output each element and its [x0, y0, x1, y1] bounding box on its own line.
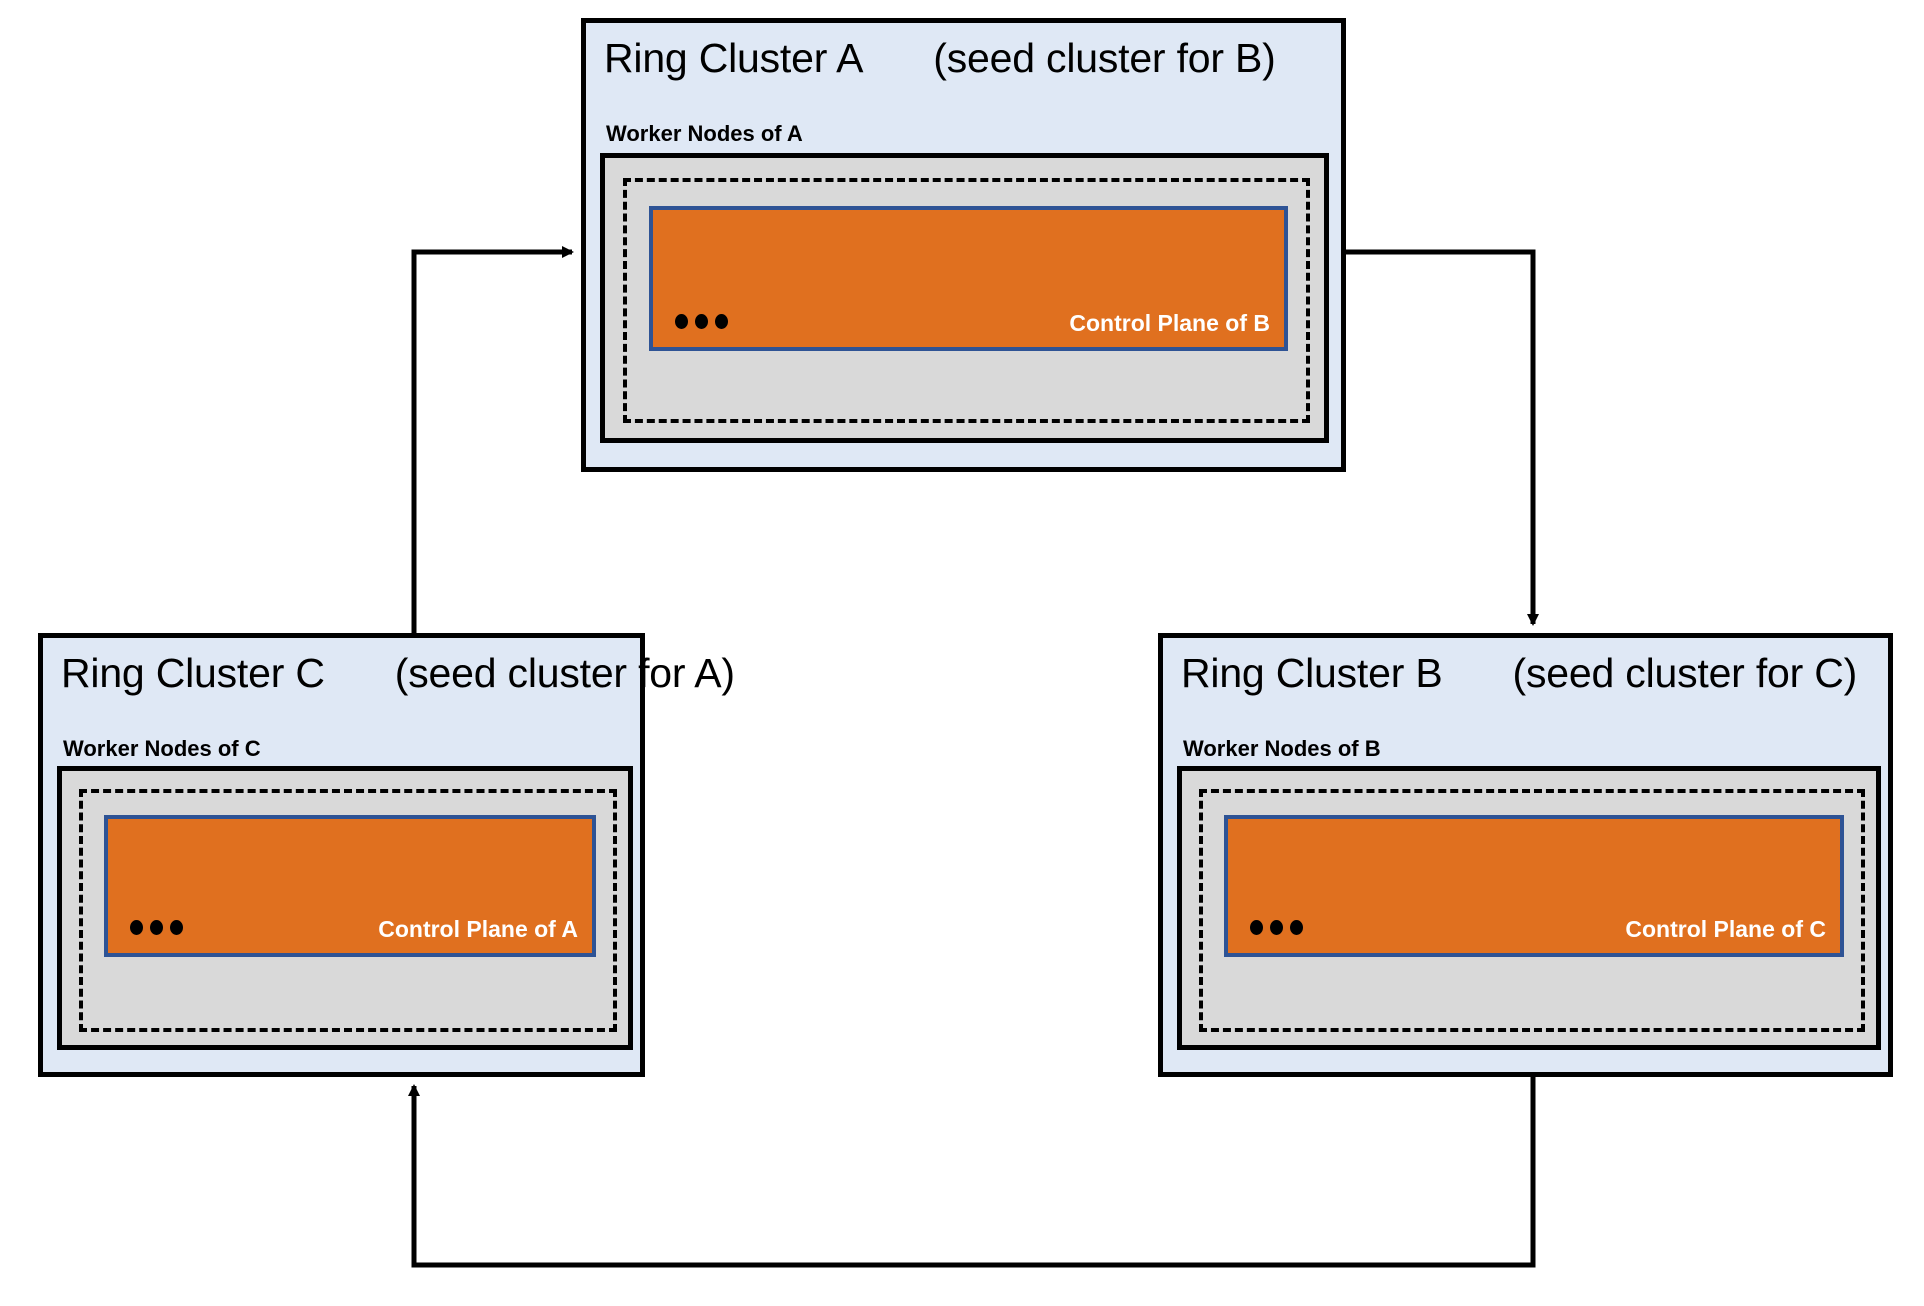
cluster-b-title: Ring Cluster B (seed cluster for C): [1181, 650, 1857, 697]
cluster-a-seed-note: (seed cluster for B): [933, 35, 1276, 81]
cluster-c-title: Ring Cluster C (seed cluster for A): [61, 650, 735, 697]
cluster-c-node-boundary: Control Plane of A: [79, 789, 617, 1032]
arrow-c-to-a: [411, 246, 574, 633]
cluster-a-node-boundary: Control Plane of B: [623, 178, 1310, 423]
cluster-b-worker-label: Worker Nodes of B: [1183, 736, 1381, 761]
cluster-a-control-plane-label: Control Plane of B: [1069, 310, 1270, 336]
cluster-c-control-plane[interactable]: Control Plane of A: [104, 815, 596, 957]
cluster-c-worker-nodes: Control Plane of A: [57, 766, 633, 1050]
cluster-c-name: Ring Cluster C: [61, 650, 325, 696]
cluster-b[interactable]: Ring Cluster B (seed cluster for C) Work…: [1158, 633, 1893, 1077]
cluster-b-name: Ring Cluster B: [1181, 650, 1443, 696]
cluster-c[interactable]: Ring Cluster C (seed cluster for A) Work…: [38, 633, 735, 1077]
arrow-a-to-b: [1346, 249, 1539, 626]
cluster-b-seed-note: (seed cluster for C): [1512, 650, 1858, 696]
cluster-a-ellipsis-icon: [675, 314, 728, 329]
cluster-c-control-plane-label: Control Plane of A: [378, 916, 578, 942]
cluster-c-seed-note: (seed cluster for A): [394, 650, 735, 696]
cluster-a-worker-nodes: Control Plane of B: [600, 153, 1329, 443]
cluster-c-ellipsis-icon: [130, 920, 183, 935]
cluster-b-worker-nodes: Control Plane of C: [1177, 766, 1881, 1050]
arrow-b-to-c: [408, 1077, 1536, 1268]
cluster-b-node-boundary: Control Plane of C: [1199, 789, 1865, 1032]
cluster-a-worker-label: Worker Nodes of A: [606, 121, 803, 146]
cluster-b-control-plane[interactable]: Control Plane of C: [1224, 815, 1844, 957]
cluster-a-control-plane[interactable]: Control Plane of B: [649, 206, 1288, 351]
cluster-b-control-plane-label: Control Plane of C: [1625, 916, 1826, 942]
cluster-a-name: Ring Cluster A: [604, 35, 864, 81]
cluster-a-title: Ring Cluster A (seed cluster for B): [604, 35, 1276, 82]
cluster-a[interactable]: Ring Cluster A (seed cluster for B) Work…: [581, 18, 1346, 472]
cluster-c-worker-label: Worker Nodes of C: [63, 736, 261, 761]
cluster-b-ellipsis-icon: [1250, 920, 1303, 935]
